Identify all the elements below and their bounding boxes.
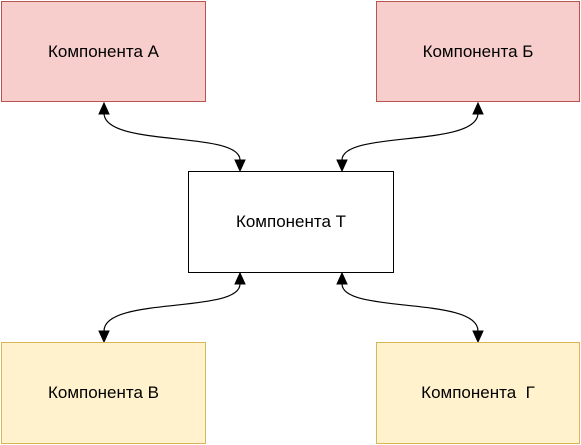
node-label: Компонента А [47,41,160,61]
node-label: Компонента Т [235,212,347,231]
edge-b-t [341,112,479,161]
arrowhead-a-end [98,101,110,115]
edge-a-t [103,112,241,161]
node-komponenta-t: Компонента Т [188,171,394,273]
node-komponenta-v: Компонента В [1,342,206,444]
arrowhead-t-bottom-right [336,271,348,285]
arrowhead-b-end [472,101,484,115]
arrowhead-t-top-left [234,159,246,173]
arrowhead-v-end [98,330,110,344]
node-komponenta-g: Компонента Г [376,342,580,444]
node-komponenta-b: Компонента Б [376,1,580,102]
node-label: Компонента Г [421,383,535,402]
edge-t-g [341,283,479,332]
node-komponenta-a: Компонента А [1,1,206,102]
node-label: Компонента Б [422,41,534,61]
node-label: Компонента В [47,383,160,402]
arrowhead-g-end [472,330,484,344]
arrowhead-t-top-right [336,159,348,173]
arrowhead-t-bottom-left [234,271,246,285]
edge-t-v [103,283,241,332]
